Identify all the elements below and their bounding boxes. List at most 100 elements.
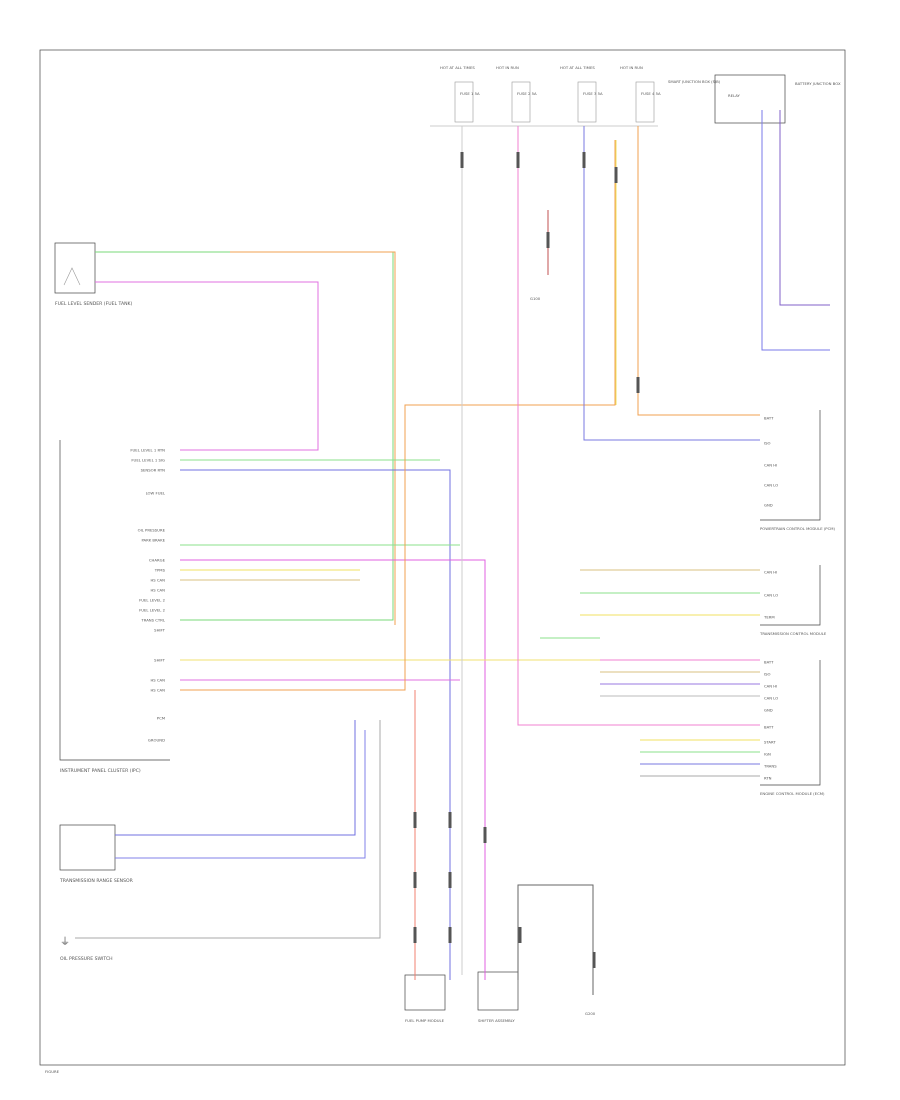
- right-pin-label: TRANS: [763, 764, 777, 769]
- wire-gray: [75, 720, 381, 939]
- relay-label: RELAY: [728, 93, 741, 98]
- right-pin-label: ISO: [764, 672, 771, 677]
- right-pin-label: RTN: [764, 776, 772, 781]
- pcm-label: POWERTRAIN CONTROL MODULE (PCM): [760, 526, 835, 531]
- fuse-label-2: FUSE 2 5A: [517, 91, 537, 96]
- right-pin-label: CAN HI: [764, 570, 777, 575]
- wire-orange: [230, 251, 396, 625]
- g100-label: G100: [530, 296, 541, 301]
- connector-mark: [448, 927, 452, 943]
- ipc-label: INSTRUMENT PANEL CLUSTER (IPC): [60, 768, 141, 774]
- wire-orange-4: [637, 126, 760, 416]
- right-pin-label: IGN: [764, 752, 771, 757]
- wire-violet-4: [583, 126, 760, 441]
- bjb-label: BATTERY JUNCTION BOX: [795, 81, 841, 86]
- fuse-label-4: FUSE 4 5A: [641, 91, 661, 96]
- ops-label: OIL PRESSURE SWITCH: [60, 956, 113, 962]
- right-pin-label: START: [764, 740, 776, 745]
- bottom-components: FUEL PUMP MODULE SHIFTER ASSEMBLY G200: [404, 971, 596, 1023]
- right-pin-label: CAN LO: [764, 483, 778, 488]
- fuel-pump-label: FUEL PUMP MODULE: [405, 1018, 445, 1023]
- right-pin-label: BATT: [764, 416, 774, 421]
- fuse-feed-1: HOT AT ALL TIMES: [440, 65, 475, 70]
- tcm-label: TRANSMISSION CONTROL MODULE: [759, 631, 827, 636]
- right-pin-label: CAN LO: [764, 696, 778, 701]
- connector-mark: [448, 812, 452, 828]
- cluster-pin-label: SHIFT: [154, 628, 166, 633]
- connector-mark: [413, 927, 417, 943]
- transmission-range-sensor: TRANSMISSION RANGE SENSOR: [59, 824, 134, 884]
- connector-mark: [636, 377, 640, 393]
- connector-mark: [546, 232, 550, 248]
- fuel-level-sender: FUEL LEVEL SENDER (FUEL TANK): [54, 242, 133, 307]
- connector-marks: [413, 152, 640, 968]
- right-modules: POWERTRAIN CONTROL MODULE (PCM) TRANSMIS…: [530, 296, 835, 796]
- right-pin-label: CAN HI: [764, 463, 777, 468]
- wires: [75, 110, 830, 995]
- fuel-sender-label: FUEL LEVEL SENDER (FUEL TANK): [55, 301, 133, 307]
- g200-label: G200: [585, 1011, 596, 1016]
- cluster-pin-label: HS CAN: [150, 678, 165, 683]
- connector-mark: [592, 952, 596, 968]
- cluster-pin-label: GROUND: [148, 738, 165, 743]
- fuse-label-3: FUSE 3 5A: [583, 91, 603, 96]
- connector-mark: [413, 872, 417, 888]
- cluster-pin-label: LOW FUEL: [146, 491, 166, 496]
- wire-violet: [180, 469, 451, 980]
- connector-mark: [448, 872, 452, 888]
- wire-orange-2: [180, 140, 616, 691]
- wire-violet-3: [115, 730, 366, 859]
- wire-black: [517, 884, 594, 995]
- wire-pink: [95, 281, 319, 451]
- wire-violet-6: [779, 110, 830, 306]
- instrument-panel-cluster: INSTRUMENT PANEL CLUSTER (IPC): [59, 440, 170, 774]
- fuse-feed-2: HOT IN RUN: [496, 65, 519, 70]
- cluster-pin-label: FUEL LEVEL 2: [139, 608, 166, 613]
- cluster-pin-label: FUEL LEVEL 1 RTN: [130, 448, 165, 453]
- connector-mark: [516, 152, 520, 168]
- wire-green: [95, 251, 394, 621]
- shifter-label: SHIFTER ASSEMBLY: [478, 1018, 515, 1023]
- cluster-pin-label: FUEL LEVEL 2: [139, 598, 166, 603]
- diagram-frame: [39, 49, 846, 1066]
- cluster-pin-label: SENSOR RTN: [141, 468, 166, 473]
- ops-icon: ⏚: [60, 936, 70, 948]
- cluster-pin-label: HS CAN: [150, 588, 165, 593]
- connector-mark: [582, 152, 586, 168]
- right-pin-label: GND: [764, 708, 773, 713]
- cluster-pin-label: TRANS CTRL: [140, 618, 165, 623]
- fuse-label-1: FUSE 1 5A: [460, 91, 480, 96]
- cluster-pin-label: HS CAN: [150, 688, 165, 693]
- right-pin-label: TERM: [763, 615, 775, 620]
- cluster-pin-label: PCM: [157, 716, 165, 721]
- wire-violet-2: [115, 720, 356, 836]
- connector-mark: [413, 812, 417, 828]
- fuse-feed-4: HOT IN RUN: [620, 65, 643, 70]
- top-fuse-panel: HOT AT ALL TIMES HOT IN RUN HOT AT ALL T…: [430, 65, 841, 127]
- wire-pink-3: [517, 126, 760, 726]
- figure-code: FIGURE: [45, 1069, 60, 1074]
- oil-pressure-switch: ⏚ OIL PRESSURE SWITCH: [60, 936, 113, 962]
- right-pin-label: CAN HI: [764, 684, 777, 689]
- connector-mark: [614, 167, 618, 183]
- right-pin-labels: BATT ISO CAN HI CAN LO GND CAN HI CAN LO TERM BA…: [763, 416, 778, 781]
- cluster-pin-label: SHIFT: [154, 658, 166, 663]
- right-pin-label: BATT: [764, 660, 774, 665]
- right-pin-label: BATT: [764, 725, 774, 730]
- fuse-feed-3: HOT AT ALL TIMES: [560, 65, 595, 70]
- right-pin-label: CAN LO: [764, 593, 778, 598]
- wire-violet-5: [761, 110, 830, 351]
- connector-mark: [518, 927, 522, 943]
- right-pin-label: ISO: [764, 441, 771, 446]
- sjb-label: SMART JUNCTION BOX (SJB): [668, 79, 721, 84]
- cluster-pin-label: HS CAN: [150, 578, 165, 583]
- connector-mark: [460, 152, 464, 168]
- connector-mark: [483, 827, 487, 843]
- cluster-pin-label: PARK BRAKE: [141, 538, 165, 543]
- cluster-pin-label: OIL PRESSURE: [138, 528, 166, 533]
- wire-magenta: [180, 559, 486, 980]
- cluster-pin-label: TPMS: [154, 568, 166, 573]
- right-pin-label: GND: [764, 503, 773, 508]
